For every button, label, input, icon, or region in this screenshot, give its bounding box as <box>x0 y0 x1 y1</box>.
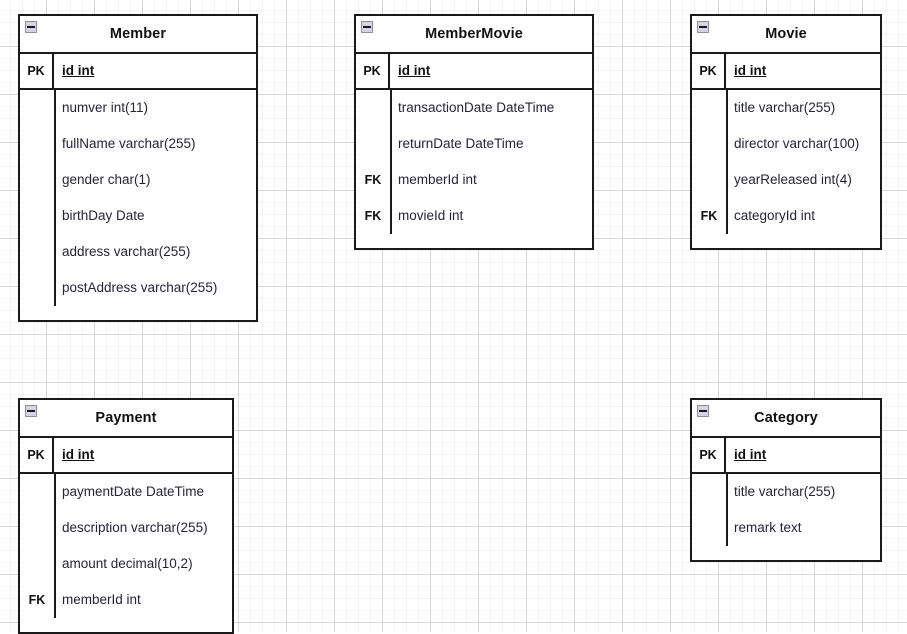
attribute-name: returnDate DateTime <box>398 136 524 152</box>
entity-title: Member <box>109 25 167 42</box>
attribute-row[interactable]: paymentDate DateTime <box>20 474 232 510</box>
key-marker: FK <box>700 208 718 223</box>
attribute-name: id int <box>398 63 431 79</box>
attribute-row[interactable]: remark text <box>692 510 880 546</box>
attribute-name: transactionDate DateTime <box>398 100 555 116</box>
attribute-row[interactable]: amount decimal(10,2) <box>20 546 232 582</box>
entity-header[interactable]: Movie <box>692 16 880 54</box>
attribute-name: gender char(1) <box>62 172 151 188</box>
key-marker: FK <box>364 172 382 187</box>
attribute-name: description varchar(255) <box>62 520 208 536</box>
attribute-row[interactable]: FK categoryId int <box>692 198 880 234</box>
entity-title: Movie <box>765 25 807 42</box>
attribute-list: transactionDate DateTime returnDate DateT… <box>356 90 592 248</box>
attribute-row[interactable]: title varchar(255) <box>692 90 880 126</box>
primary-key-row[interactable]: PK id int <box>356 54 592 90</box>
entity-header[interactable]: MemberMovie <box>356 16 592 54</box>
key-marker: FK <box>28 592 46 607</box>
attribute-row[interactable]: yearReleased int(4) <box>692 162 880 198</box>
minus-box-icon[interactable] <box>361 21 373 33</box>
attribute-row[interactable]: fullName varchar(255) <box>20 126 256 162</box>
entity-header[interactable]: Payment <box>20 400 232 438</box>
key-marker: PK <box>20 438 54 472</box>
attribute-list: title varchar(255) remark text <box>692 474 880 560</box>
entity-header[interactable]: Member <box>20 16 256 54</box>
attribute-name: title varchar(255) <box>734 100 836 116</box>
attribute-row[interactable]: FK memberId int <box>356 162 592 198</box>
entity-title: Payment <box>95 409 157 426</box>
minus-box-icon[interactable] <box>697 21 709 33</box>
key-marker: FK <box>364 208 382 223</box>
attribute-list: paymentDate DateTime description varchar(… <box>20 474 232 632</box>
attribute-row[interactable]: gender char(1) <box>20 162 256 198</box>
attribute-name: memberId int <box>62 592 141 608</box>
attribute-row[interactable]: address varchar(255) <box>20 234 256 270</box>
key-marker: PK <box>20 54 54 88</box>
attribute-row[interactable]: FK movieId int <box>356 198 592 234</box>
entity-title: Category <box>754 409 818 426</box>
attribute-name: memberId int <box>398 172 477 188</box>
attribute-row[interactable]: title varchar(255) <box>692 474 880 510</box>
attribute-name: movieId int <box>398 208 464 224</box>
attribute-row[interactable]: director varchar(100) <box>692 126 880 162</box>
attribute-name: title varchar(255) <box>734 484 836 500</box>
attribute-row[interactable]: postAddress varchar(255) <box>20 270 256 306</box>
attribute-name: director varchar(100) <box>734 136 860 152</box>
attribute-name: address varchar(255) <box>62 244 191 260</box>
attribute-row[interactable]: description varchar(255) <box>20 510 232 546</box>
primary-key-row[interactable]: PK id int <box>20 54 256 90</box>
entity-header[interactable]: Category <box>692 400 880 438</box>
minus-box-icon[interactable] <box>697 405 709 417</box>
attribute-name: id int <box>62 447 95 463</box>
entity-title: MemberMovie <box>425 25 523 42</box>
key-marker: PK <box>692 438 726 472</box>
attribute-name: amount decimal(10,2) <box>62 556 193 572</box>
attribute-name: postAddress varchar(255) <box>62 280 218 296</box>
attribute-name: id int <box>734 447 767 463</box>
key-marker: PK <box>692 54 726 88</box>
attribute-name: id int <box>62 63 95 79</box>
attribute-list: numver int(11) fullName varchar(255) gende… <box>20 90 256 320</box>
primary-key-row[interactable]: PK id int <box>20 438 232 474</box>
attribute-name: remark text <box>734 520 802 536</box>
attribute-name: numver int(11) <box>62 100 149 116</box>
attribute-row[interactable]: birthDay Date <box>20 198 256 234</box>
attribute-name: paymentDate DateTime <box>62 484 205 500</box>
attribute-name: fullName varchar(255) <box>62 136 196 152</box>
attribute-row[interactable]: numver int(11) <box>20 90 256 126</box>
primary-key-row[interactable]: PK id int <box>692 54 880 90</box>
attribute-list: title varchar(255) director varchar(100) y… <box>692 90 880 248</box>
attribute-row[interactable]: transactionDate DateTime <box>356 90 592 126</box>
attribute-row[interactable]: FK memberId int <box>20 582 232 618</box>
minus-box-icon[interactable] <box>25 21 37 33</box>
attribute-row[interactable]: returnDate DateTime <box>356 126 592 162</box>
attribute-name: birthDay Date <box>62 208 145 224</box>
attribute-name: id int <box>734 63 767 79</box>
attribute-name: yearReleased int(4) <box>734 172 852 188</box>
key-marker: PK <box>356 54 390 88</box>
attribute-name: categoryId int <box>734 208 816 224</box>
primary-key-row[interactable]: PK id int <box>692 438 880 474</box>
minus-box-icon[interactable] <box>25 405 37 417</box>
